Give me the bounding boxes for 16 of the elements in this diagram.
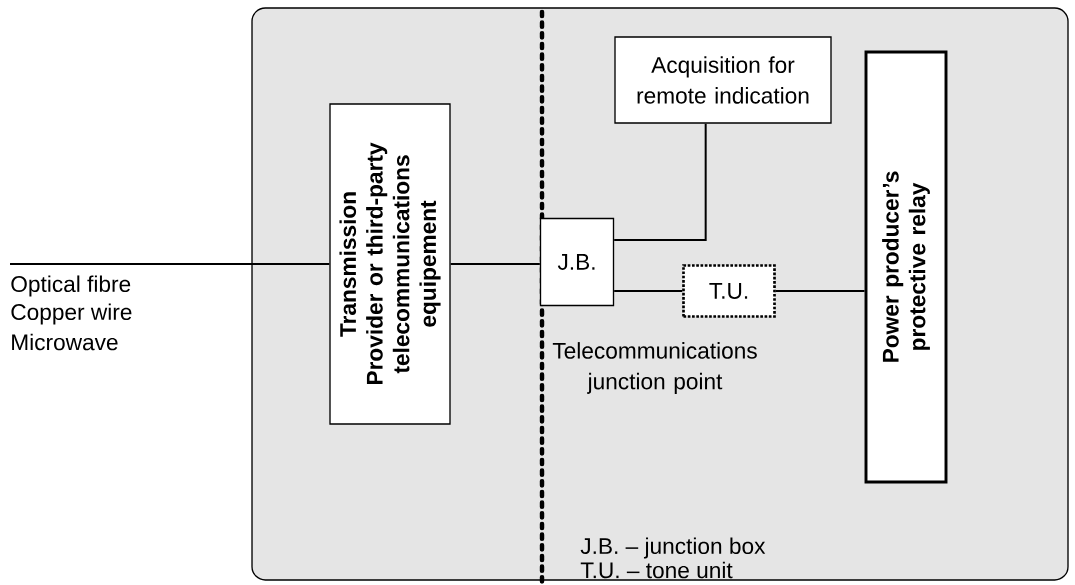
process-box: Acquisition for remote indication — [614, 36, 832, 124]
medium-label: Copper wire — [11, 303, 132, 325]
medium-label: Optical fibre — [11, 275, 131, 297]
connector-line — [613, 290, 684, 292]
process-box: T.U. — [682, 264, 776, 318]
connector-line — [449, 263, 541, 265]
note-text: J.B. – junction box — [580, 537, 766, 559]
process-box: J.B. — [539, 217, 615, 307]
connector-line — [774, 290, 866, 292]
connector-line — [9, 263, 331, 265]
note-text: T.U. – tone unit — [580, 561, 733, 579]
relay-box: Power producer’s protective relay — [864, 50, 948, 484]
connector-line — [613, 122, 707, 241]
medium-label: Microwave — [12, 333, 118, 351]
process-box: Transmission Provider or third-party telecommunications equipement — [329, 103, 451, 425]
caption-text: Telecommunications junction point — [552, 342, 757, 394]
